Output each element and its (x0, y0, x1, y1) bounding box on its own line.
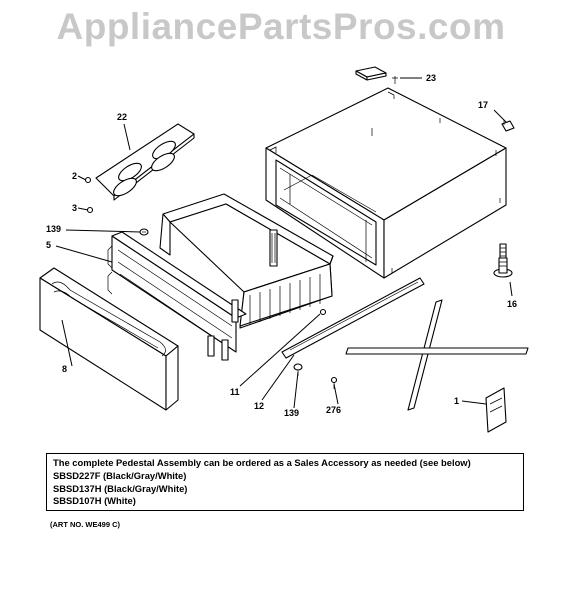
callout-22: 22 (117, 112, 127, 122)
callout-2: 2 (72, 171, 77, 181)
callout-8: 8 (62, 364, 67, 374)
callout-11: 11 (230, 387, 240, 397)
part-1-instruction-sheet[interactable] (485, 387, 507, 433)
note-line-4: SBSD107H (White) (53, 495, 136, 507)
callout-139-lower: 139 (284, 408, 299, 418)
part-276-screw[interactable] (330, 376, 338, 390)
callout-12: 12 (254, 401, 264, 411)
callout-5: 5 (46, 240, 51, 250)
pedestal-cabinet-housing[interactable] (265, 87, 507, 279)
callout-139-upper: 139 (46, 224, 61, 234)
callout-3: 3 (72, 203, 77, 213)
note-line-2: SBSD227F (Black/Gray/White) (53, 469, 187, 481)
drawer-pan-bin[interactable] (159, 193, 334, 329)
sales-accessory-note-box: The complete Pedestal Assembly can be or… (46, 453, 524, 511)
part-3-screw[interactable] (86, 206, 94, 214)
callout-16: 16 (507, 299, 517, 309)
art-number: (ART NO. WE499 C) (50, 520, 121, 529)
part-2-screw[interactable] (84, 176, 92, 184)
callout-17: 17 (478, 100, 488, 110)
callout-1: 1 (454, 396, 459, 406)
watermark-logo-text: AppliancePartsPros.com (56, 6, 506, 47)
part-12-slide-rail[interactable] (281, 277, 425, 359)
callout-276: 276 (326, 405, 341, 415)
cross-brace[interactable] (345, 299, 529, 411)
part-11-screw[interactable] (319, 308, 327, 316)
part-22-side-panel[interactable] (95, 123, 195, 201)
note-line-1: The complete Pedestal Assembly can be or… (53, 457, 471, 468)
leader-lines (55, 77, 513, 409)
part-5-drawer-frame[interactable] (107, 231, 247, 361)
note-line-3: SBSD137H (Black/Gray/White) (53, 482, 188, 494)
part-16-leveling-leg[interactable] (493, 243, 513, 278)
part-17-clip[interactable] (501, 120, 515, 132)
part-139-screw-lower[interactable] (293, 363, 303, 376)
part-23-pad[interactable] (355, 66, 398, 84)
callout-23: 23 (426, 73, 436, 83)
part-139-screw-upper[interactable] (139, 228, 149, 236)
part-8-drawer-front-panel[interactable] (39, 267, 179, 411)
